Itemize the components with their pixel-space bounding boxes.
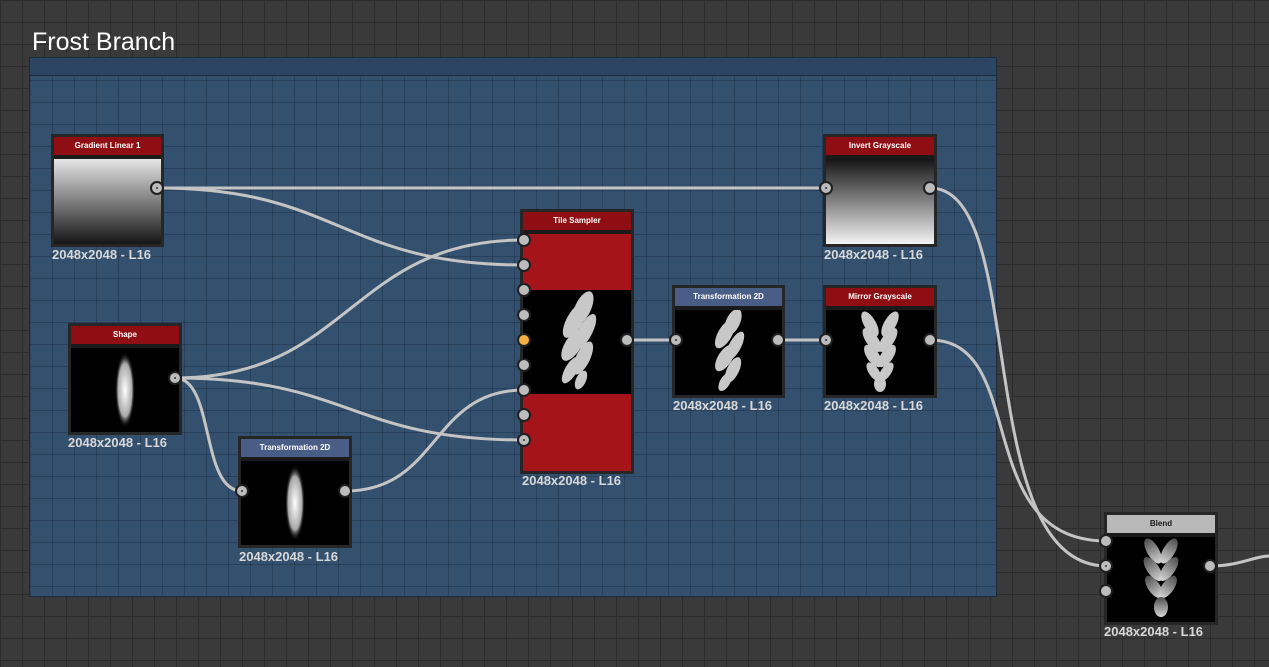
- port-icon[interactable]: [1099, 534, 1113, 548]
- port-icon[interactable]: [517, 383, 531, 397]
- port-icon[interactable]: [517, 433, 531, 447]
- port-icon[interactable]: [517, 308, 531, 322]
- wire-shape-to-tilesampler-bottom[interactable]: [173, 376, 526, 442]
- active-port-icon[interactable]: [517, 333, 531, 347]
- wire-mirror-to-blend[interactable]: [928, 338, 1109, 543]
- node-tile-sampler[interactable]: Tile Sampler: [520, 209, 634, 474]
- port-icon[interactable]: [669, 333, 683, 347]
- node-mirror-grayscale[interactable]: Mirror Grayscale: [823, 285, 937, 398]
- wire-gradient-to-tilesampler[interactable]: [155, 186, 526, 267]
- node-resolution: 2048x2048 - L16: [68, 435, 168, 450]
- port-icon[interactable]: [517, 358, 531, 372]
- node-title: Blend: [1107, 515, 1215, 533]
- port-icon[interactable]: [620, 333, 634, 347]
- frame-header-bar[interactable]: [30, 58, 996, 76]
- node-title: Shape: [71, 326, 179, 344]
- port-icon[interactable]: [1099, 559, 1113, 573]
- invert-preview-thumbnail: [826, 159, 934, 244]
- node-invert-grayscale[interactable]: Invert Grayscale: [823, 134, 937, 247]
- wire-shape-to-transform[interactable]: [173, 376, 244, 493]
- port-icon[interactable]: [819, 333, 833, 347]
- transformation-preview-thumbnail: [241, 461, 349, 545]
- port-icon[interactable]: [819, 181, 833, 195]
- node-transformation-2d-a[interactable]: Transformation 2D: [238, 436, 352, 548]
- node-title: Transformation 2D: [675, 288, 782, 306]
- port-icon[interactable]: [1099, 584, 1113, 598]
- gradient-preview-thumbnail: [54, 159, 161, 244]
- node-title: Mirror Grayscale: [826, 288, 934, 306]
- node-title: Transformation 2D: [241, 439, 349, 457]
- wire-shape-to-tilesampler-top[interactable]: [173, 238, 526, 380]
- port-icon[interactable]: [517, 408, 531, 422]
- frame-title[interactable]: Frost Branch: [32, 28, 176, 56]
- blend-preview-thumbnail: [1107, 537, 1215, 622]
- wire-invert-to-blend[interactable]: [928, 186, 1109, 568]
- wire-transform-to-tilesampler[interactable]: [343, 388, 526, 493]
- shape-preview-thumbnail: [71, 348, 179, 432]
- port-icon[interactable]: [923, 333, 937, 347]
- node-title: Gradient Linear 1: [54, 137, 161, 155]
- port-icon[interactable]: [168, 371, 182, 385]
- node-resolution: 2048x2048 - L16: [1104, 624, 1204, 639]
- port-icon[interactable]: [517, 233, 531, 247]
- port-icon[interactable]: [517, 283, 531, 297]
- node-resolution: 2048x2048 - L16: [673, 398, 773, 413]
- port-icon[interactable]: [771, 333, 785, 347]
- node-resolution: 2048x2048 - L16: [824, 247, 924, 262]
- port-icon[interactable]: [923, 181, 937, 195]
- transformation-preview-thumbnail: [675, 310, 782, 395]
- port-icon[interactable]: [338, 484, 352, 498]
- port-icon[interactable]: [517, 258, 531, 272]
- node-title: Invert Grayscale: [826, 137, 934, 155]
- wire-blend-output[interactable]: [1208, 554, 1269, 568]
- tile-sampler-preview-thumbnail: [523, 290, 631, 394]
- node-transformation-2d-b[interactable]: Transformation 2D: [672, 285, 785, 398]
- node-shape[interactable]: Shape: [68, 323, 182, 435]
- port-icon[interactable]: [1203, 559, 1217, 573]
- node-resolution: 2048x2048 - L16: [522, 473, 622, 488]
- node-blend[interactable]: Blend: [1104, 512, 1218, 625]
- node-resolution: 2048x2048 - L16: [52, 247, 152, 262]
- node-resolution: 2048x2048 - L16: [239, 549, 339, 564]
- port-icon[interactable]: [235, 484, 249, 498]
- node-gradient-linear[interactable]: Gradient Linear 1: [51, 134, 164, 247]
- mirror-preview-thumbnail: [826, 310, 934, 395]
- node-resolution: 2048x2048 - L16: [824, 398, 924, 413]
- port-icon[interactable]: [150, 181, 164, 195]
- node-title: Tile Sampler: [523, 212, 631, 230]
